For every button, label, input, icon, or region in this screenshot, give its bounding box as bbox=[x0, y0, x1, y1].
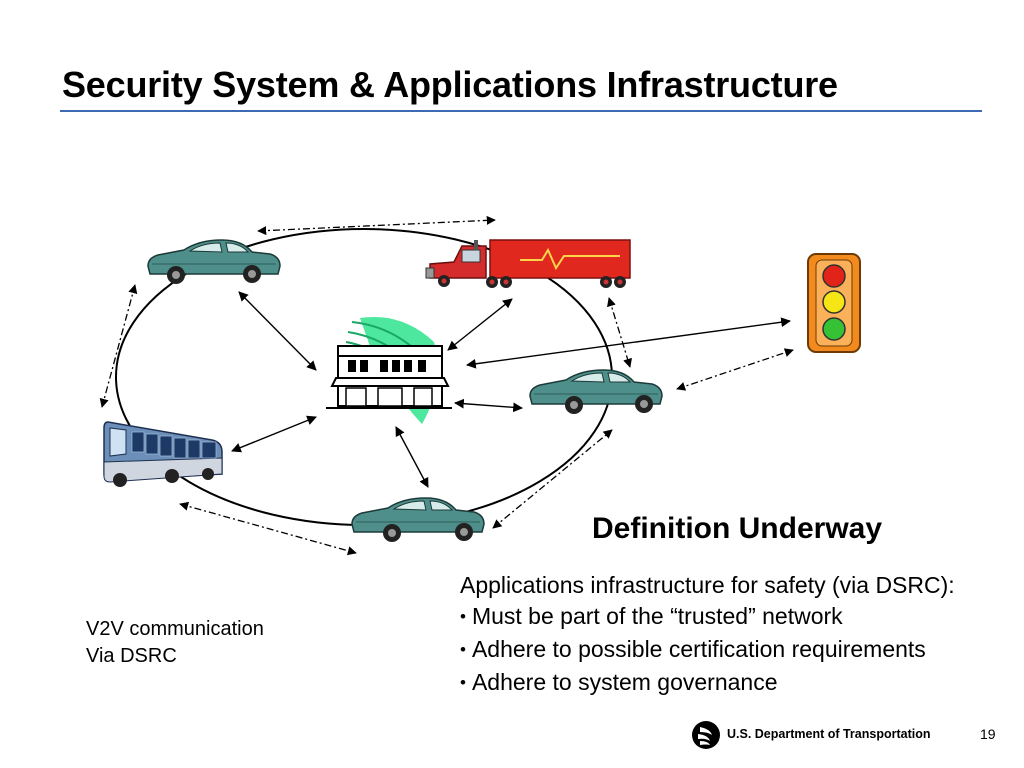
car-icon bbox=[147, 239, 281, 284]
v2v-arrow-top bbox=[257, 215, 496, 236]
v2i-arrow-car-right bbox=[454, 398, 523, 413]
requirement-item: Adhere to possible certification require… bbox=[460, 634, 955, 667]
v2v-arrow-left bbox=[99, 284, 138, 408]
requirement-text: Adhere to system governance bbox=[471, 669, 778, 695]
v2v-arrow-light bbox=[676, 348, 794, 391]
infrastructure-requirements: Applications infrastructure for safety (… bbox=[460, 570, 955, 700]
v2i-arrow-traffic-light bbox=[466, 317, 791, 369]
page-number: 19 bbox=[980, 726, 996, 742]
definition-heading: Definition Underway bbox=[592, 512, 883, 545]
footer-department: U.S. Department of Transportation bbox=[727, 727, 931, 741]
v2i-solid-arrows bbox=[231, 291, 791, 488]
title-divider bbox=[60, 110, 982, 112]
requirement-text: Adhere to possible certification require… bbox=[471, 636, 926, 662]
requirement-item: Adhere to system governance bbox=[460, 667, 955, 700]
infrastructure-intro: Applications infrastructure for safety (… bbox=[460, 572, 955, 598]
requirement-item: Must be part of the “trusted” network bbox=[460, 601, 955, 634]
slide-title: Security System & Applications Infrastru… bbox=[62, 64, 838, 105]
truck-icon bbox=[425, 239, 631, 288]
dot-logo-icon bbox=[692, 721, 720, 749]
v2i-arrow-car-top-left bbox=[238, 291, 317, 371]
car-icon bbox=[529, 369, 663, 414]
v2v-arrow-bottom-right bbox=[492, 429, 613, 529]
v2v-caption: V2V communication Via DSRC bbox=[86, 616, 264, 670]
car-icon bbox=[351, 497, 485, 542]
traffic-light-icon bbox=[807, 253, 861, 353]
v2v-arrow-bottom-left bbox=[179, 501, 357, 556]
v2v-caption-line: Via DSRC bbox=[86, 645, 177, 667]
v2v-arrow-right bbox=[607, 297, 632, 368]
v2v-caption-line: V2V communication bbox=[86, 618, 264, 640]
requirement-text: Must be part of the “trusted” network bbox=[471, 603, 843, 629]
v2i-arrow-car-bottom bbox=[395, 426, 429, 488]
bus-icon bbox=[103, 421, 223, 487]
building-icon bbox=[326, 317, 452, 424]
v2i-arrow-bus bbox=[231, 415, 317, 453]
v2i-arrow-truck bbox=[447, 298, 513, 351]
